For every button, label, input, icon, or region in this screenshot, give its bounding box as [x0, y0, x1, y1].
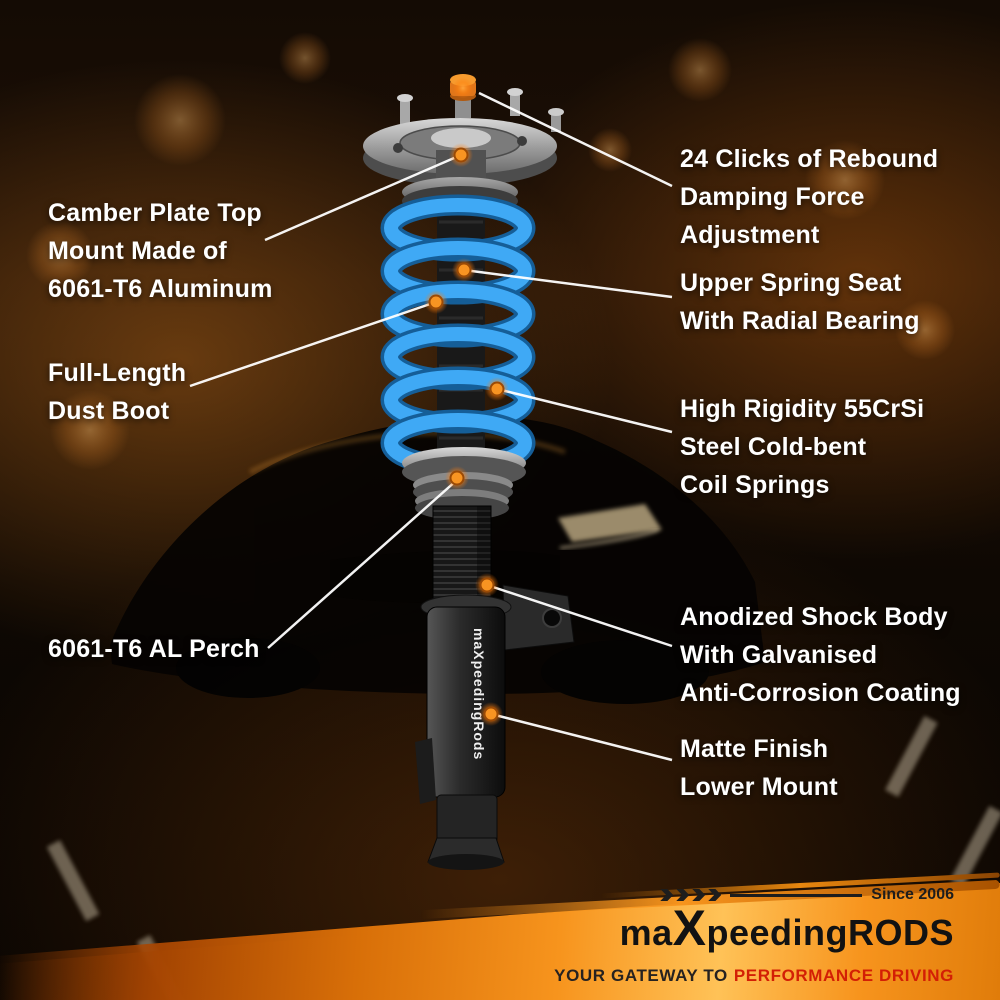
speed-chevrons-icon — [660, 889, 722, 901]
tagline-prefix: YOUR GATEWAY TO — [554, 966, 728, 985]
callout-markers — [420, 74, 513, 730]
top-mount-studs — [397, 88, 564, 132]
leader-line-lower-mount — [490, 712, 673, 762]
marker-dust-boot — [420, 286, 452, 318]
shock-body-brand-text: maXpeedingRods — [471, 628, 487, 760]
brand-tagline: YOUR GATEWAY TO PERFORMANCE DRIVING — [554, 966, 954, 986]
callout-rebound-adjustment: 24 Clicks of Rebound Damping Force Adjus… — [680, 145, 939, 249]
coil-spring — [380, 194, 536, 477]
callout-dust-boot: Full-Length Dust Boot — [48, 359, 187, 425]
marker-spring-seat — [448, 254, 480, 286]
callout-camber-plate: Camber Plate Top Mount Made of 6061-T6 A… — [48, 199, 273, 303]
leader-line-dust-boot — [189, 300, 437, 388]
marker-rebound-knob — [449, 74, 477, 102]
since-row: Since 2006 — [554, 886, 954, 904]
since-divider-line — [730, 893, 863, 897]
since-text: Since 2006 — [871, 886, 954, 903]
marker-camber-plate — [445, 139, 477, 171]
leader-line-camber-plate — [264, 153, 462, 242]
marker-al-perch — [441, 462, 473, 494]
brand-rods: RODS — [847, 912, 954, 953]
leader-line-spring-seat — [463, 268, 673, 299]
leader-line-coil-springs — [496, 387, 673, 434]
callout-upper-spring-seat: Upper Spring Seat With Radial Bearing — [680, 269, 920, 335]
bottom-swoosh — [0, 870, 1000, 1000]
brand-ma: ma — [619, 912, 673, 953]
leader-lines — [189, 91, 673, 762]
brand-wordmark: maXpeedingRODS — [554, 903, 954, 964]
callout-al-perch: 6061-T6 AL Perch — [48, 635, 260, 663]
leader-line-al-perch — [267, 479, 458, 649]
callout-coil-springs: High Rigidity 55CrSi Steel Cold-bent Coi… — [680, 395, 925, 499]
brand-x: X — [672, 900, 707, 956]
shock-body: maXpeedingRods — [415, 584, 575, 804]
callout-lower-mount: Matte Finish Lower Mount — [680, 735, 838, 801]
leader-line-shock-body — [486, 583, 673, 648]
lower-spring-perch — [402, 447, 526, 520]
brand-peeding: peeding — [706, 912, 848, 953]
lower-mount — [427, 794, 505, 870]
tagline-accent: PERFORMANCE DRIVING — [733, 966, 954, 985]
callout-shock-body: Anodized Shock Body With Galvanised Anti… — [680, 603, 961, 707]
brand-logo: Since 2006 maXpeedingRODS YOUR GATEWAY T… — [554, 886, 954, 986]
marker-shock-body — [471, 569, 503, 601]
marker-coil-springs — [481, 373, 513, 405]
marker-lower-mount — [475, 698, 507, 730]
leader-line-rebound — [478, 91, 673, 188]
city-bokeh-lights — [26, 32, 955, 470]
